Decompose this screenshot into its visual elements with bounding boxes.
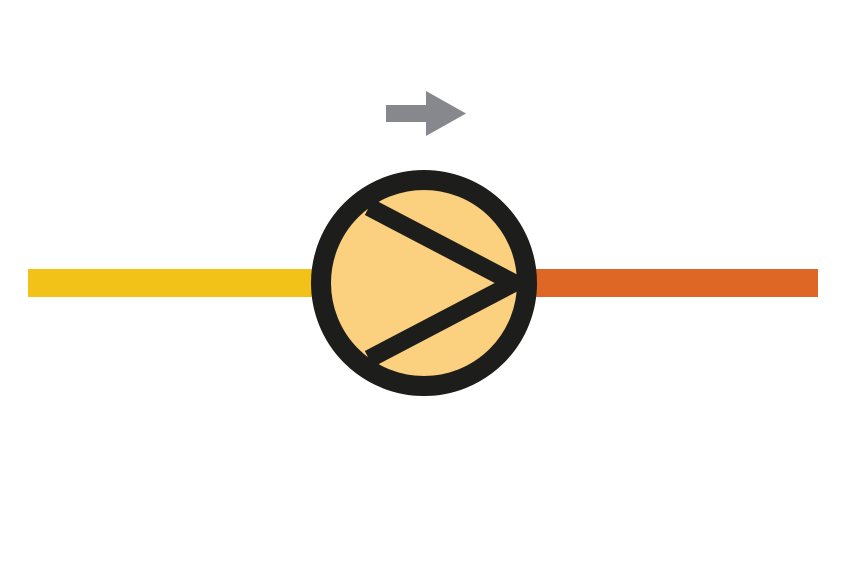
pump-triangle	[364, 199, 534, 367]
inlet-pipe	[28, 269, 318, 297]
outlet-pipe	[530, 269, 818, 297]
flow-direction-arrow-icon	[386, 91, 466, 136]
